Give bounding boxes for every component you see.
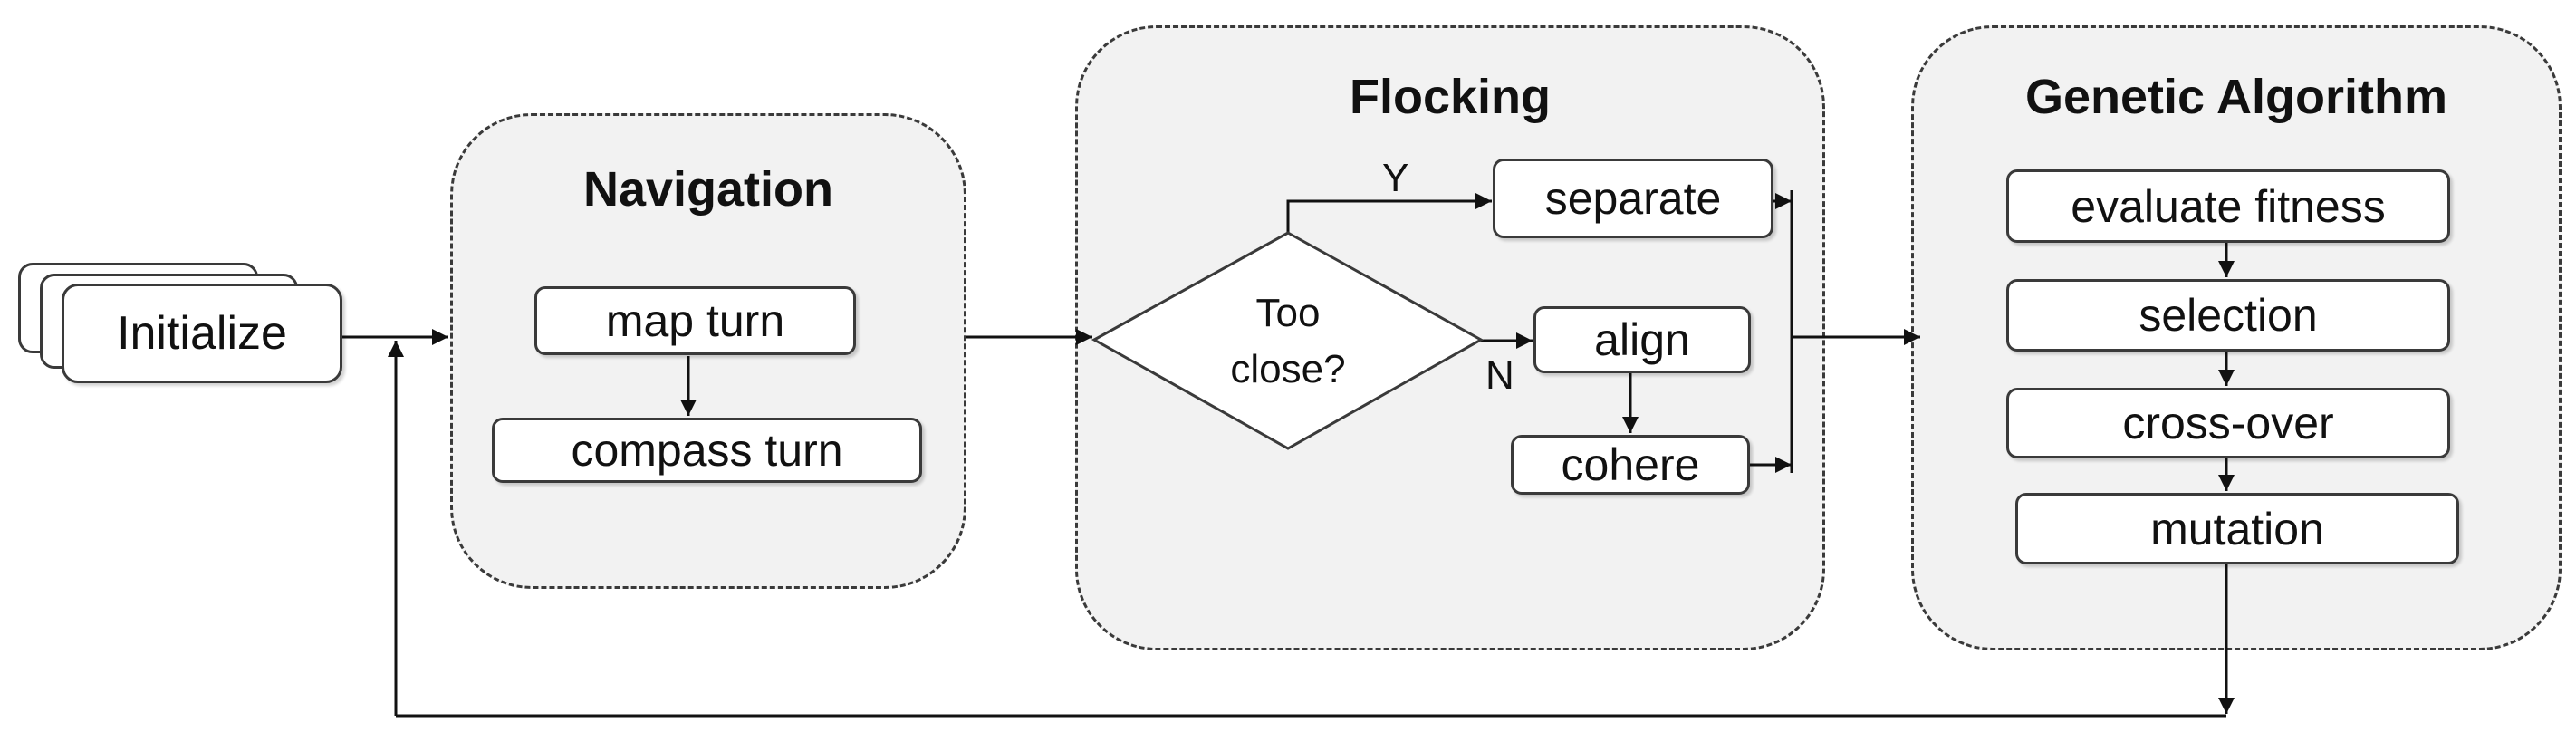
evaluate-fitness-label: evaluate fitness: [2071, 180, 2386, 232]
flocking-title: Flocking: [1349, 70, 1551, 124]
map-turn-box: map turn: [534, 286, 856, 355]
evaluate-fitness-box: evaluate fitness: [2006, 169, 2450, 243]
selection-box: selection: [2006, 279, 2450, 352]
cohere-label: cohere: [1561, 439, 1700, 490]
yes-label: Y: [1382, 156, 1409, 200]
align-box: align: [1533, 306, 1751, 373]
decision-text: Too close?: [1197, 285, 1379, 398]
no-label: N: [1485, 353, 1514, 398]
initialize-label: Initialize: [117, 307, 287, 360]
initialize-box: Initialize: [62, 284, 342, 383]
separate-box: separate: [1493, 159, 1773, 238]
decision-diamond: [1091, 231, 1485, 450]
navigation-title: Navigation: [582, 162, 834, 217]
genetic-algorithm-title: Genetic Algorithm: [2024, 70, 2448, 124]
align-label: align: [1594, 314, 1690, 365]
mutation-label: mutation: [2150, 503, 2324, 554]
selection-label: selection: [2139, 290, 2318, 341]
decision-line-2: close?: [1230, 347, 1346, 391]
compass-turn-box: compass turn: [492, 418, 922, 483]
cohere-box: cohere: [1511, 435, 1750, 495]
compass-turn-label: compass turn: [571, 425, 843, 476]
map-turn-label: map turn: [605, 295, 785, 346]
cross-over-box: cross-over: [2006, 388, 2450, 458]
mutation-box: mutation: [2015, 493, 2459, 564]
decision-line-1: Too: [1255, 291, 1321, 335]
arrow-yes-to-separate: [1286, 193, 1492, 236]
cross-over-label: cross-over: [2122, 398, 2334, 448]
separate-label: separate: [1544, 173, 1722, 224]
